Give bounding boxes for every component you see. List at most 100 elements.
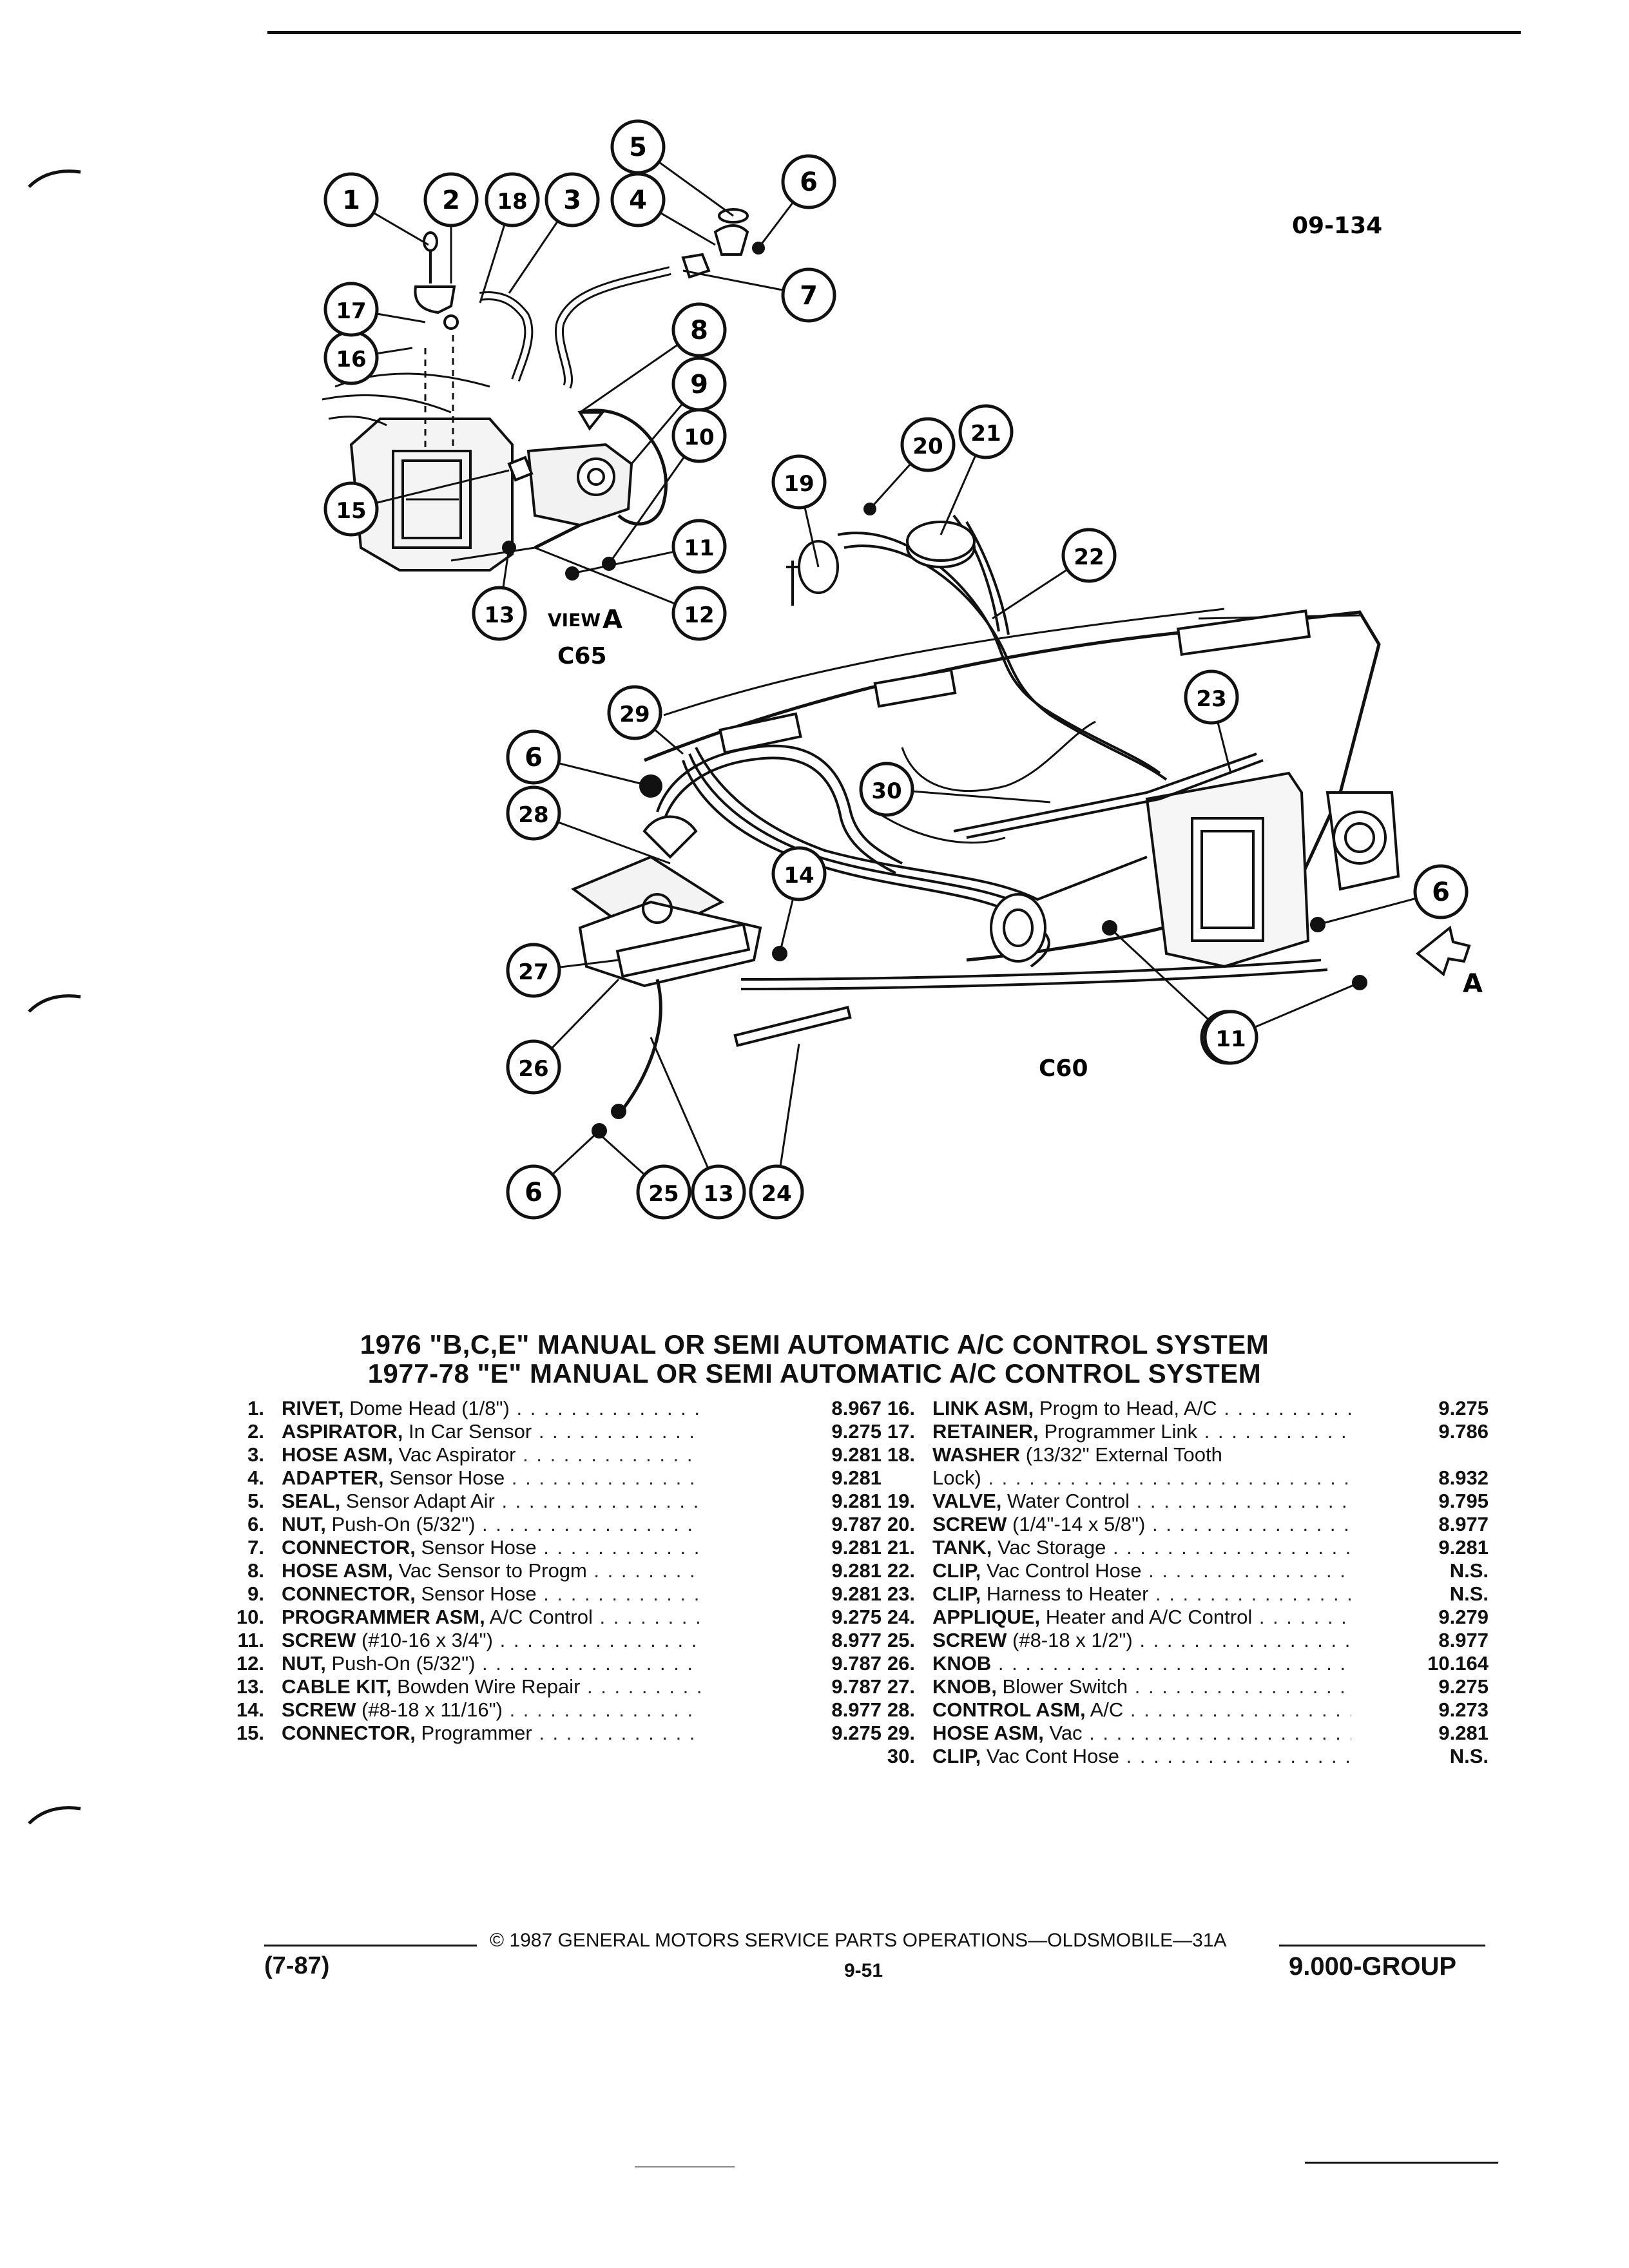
dot-leader: . . . . . . . . . . . . . . . . . . . . …	[543, 1536, 700, 1559]
callout-number: 4	[629, 186, 647, 215]
part-number: 5.	[247, 1490, 264, 1512]
parts-list-right: 16.LINK ASM, Progm to Head, A/C . . . . …	[857, 1397, 1489, 1768]
part-group-ref: 8.977	[831, 1629, 882, 1651]
part-group-ref: 9.787	[831, 1675, 882, 1698]
part-group-ref: 9.281	[1438, 1722, 1489, 1744]
footer-date: (7-87)	[264, 1952, 330, 1979]
part-name: SCREW	[282, 1629, 356, 1651]
part-group-ref: 8.977	[1438, 1629, 1489, 1651]
part-detail: (13/32" External Tooth	[1020, 1443, 1222, 1466]
part-description: CONNECTOR, Sensor Hose . . . . . . . . .…	[282, 1536, 700, 1559]
dot-leader: . . . . . . . . . . . . . . . . . . . . …	[998, 1652, 1351, 1675]
callout-number: 6	[525, 743, 543, 773]
callout-number: 1	[342, 186, 360, 215]
leader-line	[598, 1133, 646, 1176]
parts-list-row: 28.CONTROL ASM, A/C . . . . . . . . . . …	[857, 1698, 1489, 1722]
parts-list-row: 30.CLIP, Vac Cont Hose . . . . . . . . .…	[857, 1745, 1489, 1768]
callout-30: 30	[859, 762, 914, 817]
part-number: 1.	[247, 1397, 264, 1419]
callout-circle	[900, 417, 956, 472]
part-name: HOSE ASM,	[282, 1559, 393, 1582]
callout-29: 29	[607, 685, 662, 740]
leader-line	[479, 224, 506, 303]
part-detail: Water Control	[1001, 1490, 1130, 1512]
callout-circle	[671, 408, 727, 463]
part-group-ref: 9.275	[831, 1420, 882, 1443]
part-number: 23.	[887, 1582, 915, 1605]
part-description: HOSE ASM, Vac Sensor to Progm . . . . . …	[282, 1559, 700, 1582]
part-detail: (#8-18 x 1/2")	[1007, 1629, 1133, 1651]
part-description: SCREW (1/4"-14 x 5/8") . . . . . . . . .…	[932, 1513, 1351, 1536]
leader-line	[502, 547, 510, 588]
callout-number: 11	[684, 535, 714, 561]
part-detail: Push-On (5/32")	[325, 1513, 476, 1535]
leader-line	[659, 211, 716, 246]
dot-leader: . . . . . . . . . . . . . . . . . . . . …	[1136, 1490, 1351, 1512]
parts-list-row: 24.APPLIQUE, Heater and A/C Control . . …	[857, 1606, 1489, 1629]
parts-list-row: 6.NUT, Push-On (5/32") . . . . . . . . .…	[206, 1513, 882, 1536]
callout-circle	[506, 1164, 561, 1220]
part-description: ASPIRATOR, In Car Sensor . . . . . . . .…	[282, 1420, 700, 1443]
callout-17: 17	[323, 282, 379, 337]
parts-list-row: 21.TANK, Vac Storage . . . . . . . . . .…	[857, 1536, 1489, 1559]
part-name: ASPIRATOR,	[282, 1420, 403, 1443]
callout-number: 30	[871, 778, 901, 804]
dot-leader: . . . . . . . . . . . . . . . . . . . . …	[1089, 1722, 1351, 1744]
footer-rule-right	[1279, 1945, 1485, 1946]
part-name: WASHER	[932, 1443, 1021, 1466]
part-detail: Programmer	[415, 1722, 532, 1744]
callout-11: 11	[1203, 1010, 1258, 1065]
part-description: RETAINER, Programmer Link . . . . . . . …	[932, 1420, 1351, 1443]
callout-28: 28	[506, 785, 561, 841]
part-name: CABLE KIT,	[282, 1675, 392, 1698]
part-name: SCREW	[932, 1513, 1007, 1535]
svg-text:VIEW: VIEW	[548, 610, 601, 631]
dot-leader: . . . . . . . . . . . . . . . . . . . . …	[539, 1722, 700, 1744]
callout-27: 27	[506, 943, 561, 998]
svg-text:C60: C60	[1039, 1055, 1088, 1082]
callout-circle	[1061, 528, 1117, 583]
parts-list-row: 1.RIVET, Dome Head (1/8") . . . . . . . …	[206, 1397, 882, 1420]
part-description: APPLIQUE, Heater and A/C Control . . . .…	[932, 1606, 1351, 1629]
dot-leader: . . . . . . . . . . . . . . . . . . . . …	[1130, 1698, 1351, 1721]
callout-circle	[323, 172, 379, 227]
bottom-mark-left	[635, 2166, 735, 2167]
callout-18: 18	[485, 172, 540, 227]
leader-line	[557, 821, 671, 865]
footer-page-number: 9-51	[844, 1960, 883, 1981]
title-line-2: 1977-78 "E" MANUAL OR SEMI AUTOMATIC A/C…	[367, 1358, 1262, 1389]
part-group-ref: 9.281	[1438, 1536, 1489, 1559]
callout-10: 10	[671, 408, 727, 463]
part-description: WASHER (13/32" External Tooth	[932, 1443, 1351, 1466]
part-name: CLIP,	[932, 1582, 981, 1605]
callout-7: 7	[781, 267, 836, 323]
leader-line	[778, 898, 795, 954]
callout-number: 2	[442, 186, 460, 215]
part-detail: Blower Switch	[996, 1675, 1128, 1698]
part-detail: Vac Sensor to Progm	[392, 1559, 587, 1582]
callout-circle	[607, 685, 662, 740]
dot-leader: . . . . . . . . . . . . . . . . . . . . …	[587, 1675, 700, 1698]
parts-list-row: 26.KNOB . . . . . . . . . . . . . . . . …	[857, 1652, 1489, 1675]
callout-number: 14	[784, 863, 814, 889]
callout-8: 8	[671, 302, 727, 358]
dot-leader: . . . . . . . . . . . . . . . . . . . . …	[1126, 1745, 1351, 1767]
part-group-ref: 9.275	[1438, 1675, 1489, 1698]
dot-leader: . . . . . . . . . . . . . . . . . . . . …	[499, 1629, 700, 1651]
part-group-ref: 9.281	[831, 1466, 882, 1489]
leader-line	[1217, 722, 1232, 774]
parts-list-row: 7.CONNECTOR, Sensor Hose . . . . . . . .…	[206, 1536, 882, 1559]
part-detail: Bowden Wire Repair	[391, 1675, 581, 1698]
part-number: 14.	[236, 1698, 264, 1721]
binder-mark	[28, 994, 81, 1013]
callout-22: 22	[1061, 528, 1117, 583]
callout-20: 20	[900, 417, 956, 472]
part-description: Lock) . . . . . . . . . . . . . . . . . …	[932, 1466, 1351, 1490]
dot-leader: . . . . . . . . . . . . . . . . . . . . …	[599, 1606, 700, 1628]
callout-12: 12	[671, 586, 727, 641]
parts-list-row: 29.HOSE ASM, Vac . . . . . . . . . . . .…	[857, 1722, 1489, 1745]
callout-9: 9	[671, 356, 727, 412]
callout-11: 11	[671, 519, 727, 574]
part-group-ref: 9.279	[1438, 1606, 1489, 1628]
callout-circle	[506, 1039, 561, 1095]
